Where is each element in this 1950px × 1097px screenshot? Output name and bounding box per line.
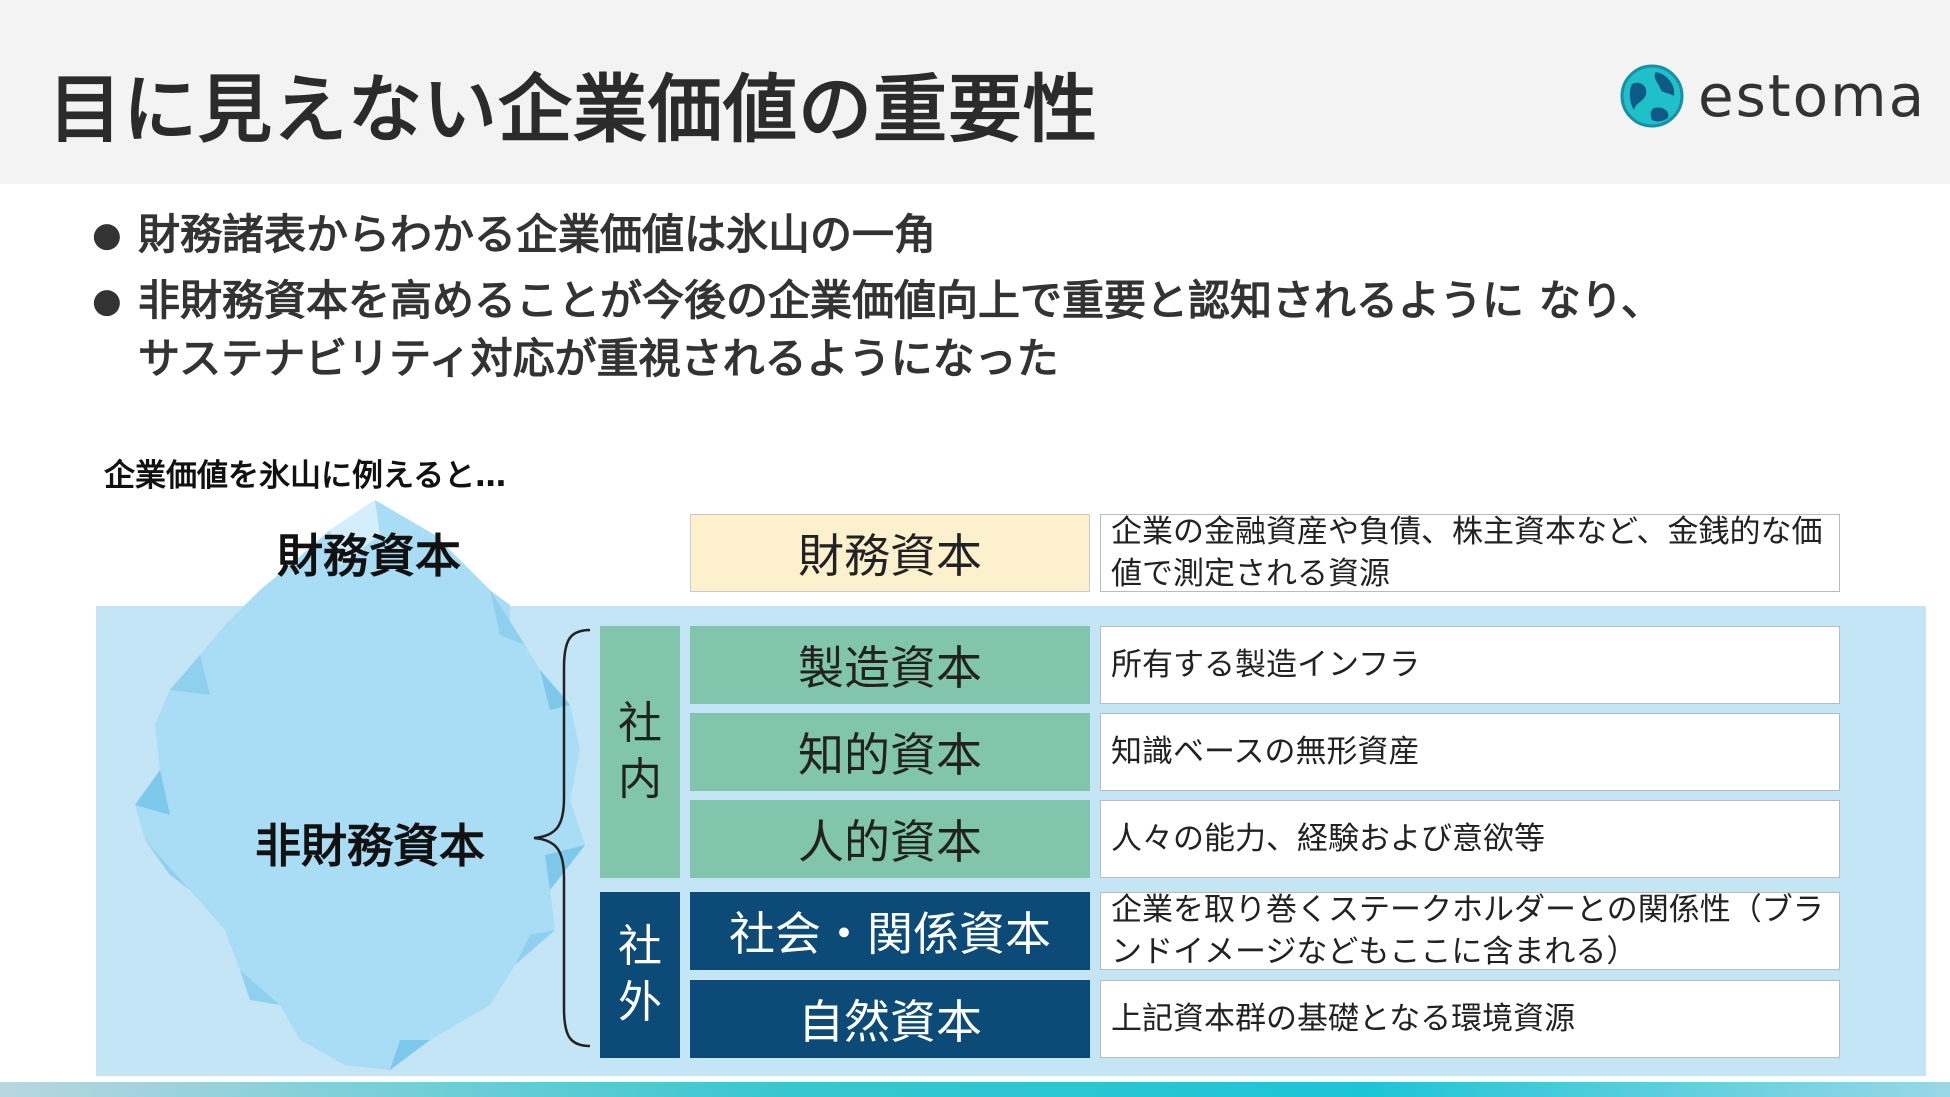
bullet-text: 非財務資本を高めることが今後の企業価値向上で重要と認知されるように なり、サステ… [138, 276, 1663, 383]
capital-desc-financial: 企業の金融資産や負債、株主資本など、金銭的な価値で測定される資源 [1100, 514, 1840, 592]
bullet-dot-icon: ● [92, 281, 122, 321]
capital-name-manufactured: 製造資本 [690, 626, 1090, 704]
capital-name-social: 社会・関係資本 [690, 892, 1090, 970]
bullet-dot-icon: ● [92, 215, 122, 255]
estoma-logo: estoma [1618, 58, 1926, 134]
iceberg-caption: 企業価値を氷山に例えると… [104, 458, 507, 494]
capital-desc-intellectual: 知識ベースの無形資産 [1100, 713, 1840, 791]
capital-desc-social: 企業を取り巻くステークホルダーとの関係性（ブランドイメージなどもここに含まれる） [1100, 892, 1840, 970]
financial-capital-label: 財務資本 [277, 529, 461, 583]
curly-brace-icon [533, 628, 591, 1048]
bullet-text: 財務諸表からわかる企業価値は氷山の一角 [138, 210, 937, 259]
iceberg-illustration [135, 500, 585, 1070]
bullet-item: ● 非財務資本を高めることが今後の企業価値向上で重要と認知されるように なり、サ… [92, 272, 1792, 388]
internal-group-label: 社内 [600, 626, 680, 878]
external-group-label: 社外 [600, 892, 680, 1058]
bullet-item: ● 財務諸表からわかる企業価値は氷山の一角 [92, 206, 1792, 264]
capital-name-financial: 財務資本 [690, 514, 1090, 592]
globe-icon [1620, 64, 1684, 128]
footer-gradient-bar [0, 1082, 1950, 1097]
capital-name-natural: 自然資本 [690, 980, 1090, 1058]
bullet-list: ● 財務諸表からわかる企業価値は氷山の一角 ● 非財務資本を高めることが今後の企… [92, 206, 1792, 396]
capital-desc-manufactured: 所有する製造インフラ [1100, 626, 1840, 704]
logo-wordmark: estoma [1698, 62, 1927, 130]
page-title: 目に見えない企業価値の重要性 [48, 67, 1098, 153]
capital-name-intellectual: 知的資本 [690, 713, 1090, 791]
capital-desc-natural: 上記資本群の基礎となる環境資源 [1100, 980, 1840, 1058]
non-financial-capital-label: 非財務資本 [255, 819, 485, 873]
capital-name-human: 人的資本 [690, 800, 1090, 878]
capital-desc-human: 人々の能力、経験および意欲等 [1100, 800, 1840, 878]
